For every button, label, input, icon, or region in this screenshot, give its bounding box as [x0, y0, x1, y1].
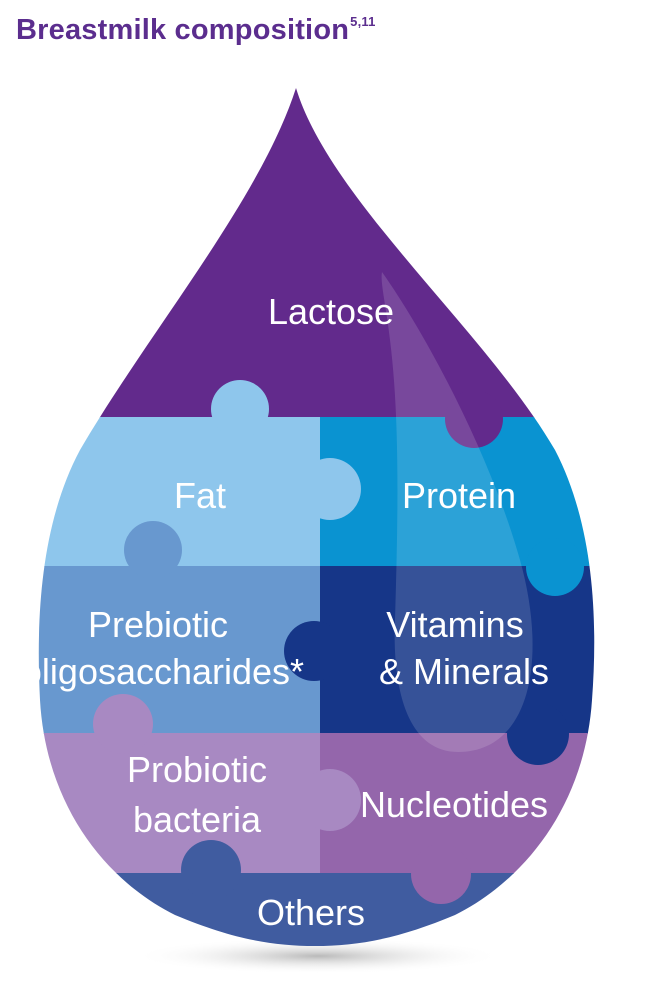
page-title: Breastmilk composition5,11	[16, 14, 376, 47]
label-protein: Protein	[402, 475, 516, 516]
knob-probiotic-into-prebiotic	[93, 694, 153, 754]
knob-nucleotides-into-others	[411, 844, 471, 904]
knob-fat-into-protein	[299, 458, 361, 520]
knob-vitamins-into-prebiotic	[284, 621, 344, 681]
knob-protein-into-vitamins	[526, 538, 584, 596]
label-probiotic-line1: Probiotic	[127, 749, 267, 790]
drop-highlight	[381, 272, 533, 752]
label-vitamins-line2: & Minerals	[379, 651, 549, 692]
label-others: Others	[257, 892, 365, 933]
drop-shadow	[133, 938, 503, 974]
segment-lactose	[38, 88, 595, 418]
label-lactose: Lactose	[268, 291, 394, 332]
knob-probiotic-into-nucleotides	[299, 769, 361, 831]
knob-vitamins-into-nucleotides	[507, 703, 569, 765]
label-vitamins-line1: Vitamins	[386, 604, 523, 645]
label-probiotic-line2: bacteria	[133, 799, 262, 840]
knob-fat-into-lactose	[211, 380, 269, 438]
label-prebiotic-line2: oligosaccharides*	[22, 651, 304, 692]
title-reference: 5,11	[350, 14, 376, 30]
title-text: Breastmilk composition	[16, 14, 350, 46]
knob-prebiotic-into-fat	[124, 521, 182, 579]
label-nucleotides: Nucleotides	[360, 784, 548, 825]
knob-others-into-probiotic	[181, 840, 241, 900]
label-fat: Fat	[174, 475, 226, 516]
segment-prebiotic	[38, 566, 321, 734]
knob-lactose-into-protein	[445, 390, 503, 448]
drop-segments	[38, 88, 595, 946]
label-prebiotic-line1: Prebiotic	[88, 604, 228, 645]
